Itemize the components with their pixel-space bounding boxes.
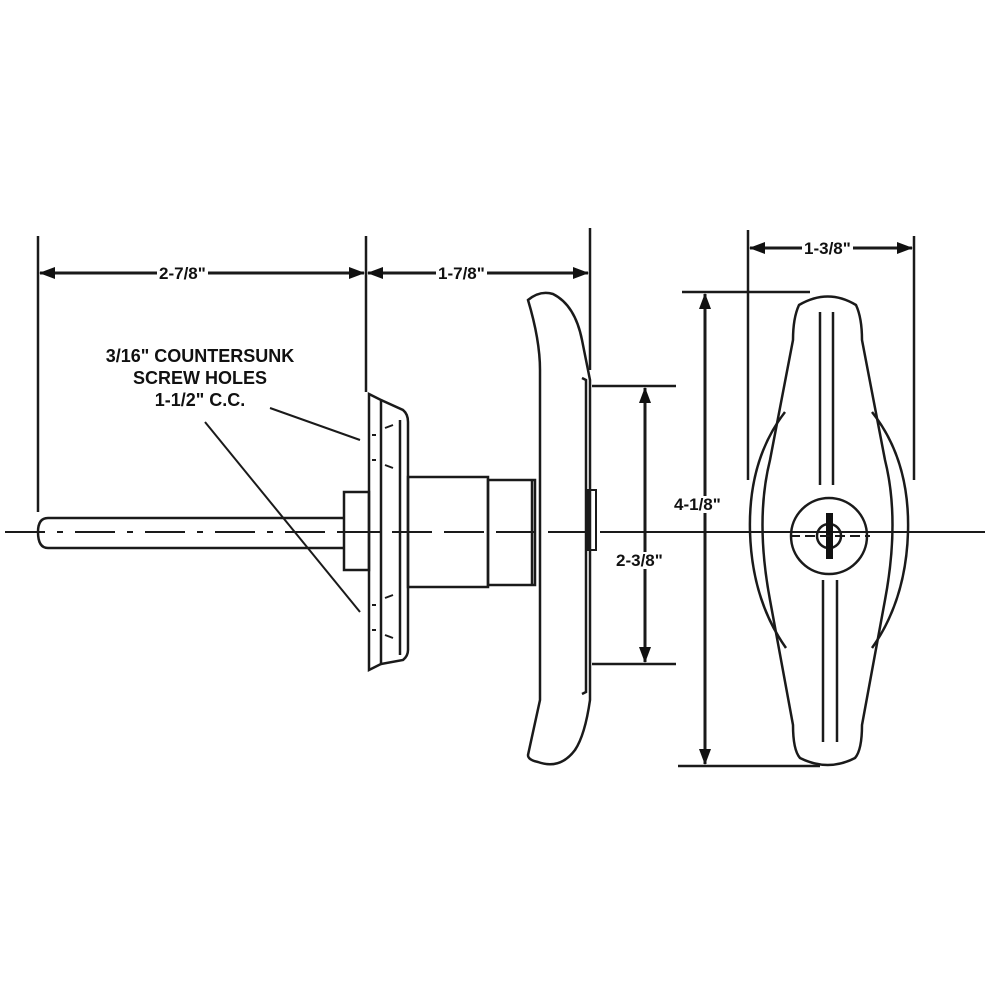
dim-escutcheon-height: 2-3/8" — [614, 551, 665, 570]
note-line-2: SCREW HOLES — [132, 368, 267, 388]
note-line-1: 3/16" COUNTERSUNK — [105, 346, 295, 366]
dim-handle-height: 4-1/8" — [672, 495, 723, 514]
extension-lines — [36, 228, 916, 768]
screw-hole-note: 3/16" COUNTERSUNK SCREW HOLES 1-1/2" C.C… — [70, 345, 330, 411]
dimension-lines — [39, 242, 913, 765]
t-handle-front — [748, 295, 910, 767]
handle-profile — [526, 291, 597, 766]
key-cylinder — [789, 496, 870, 576]
dim-shaft-length: 2-7/8" — [157, 264, 208, 283]
dim-handle-width: 1-3/8" — [802, 239, 853, 258]
dim-body-length: 1-7/8" — [436, 264, 487, 283]
note-leaders — [204, 407, 361, 613]
shaft — [36, 516, 345, 550]
body-cylinder — [406, 475, 537, 589]
note-line-3: 1-1/2" C.C. — [154, 390, 246, 410]
